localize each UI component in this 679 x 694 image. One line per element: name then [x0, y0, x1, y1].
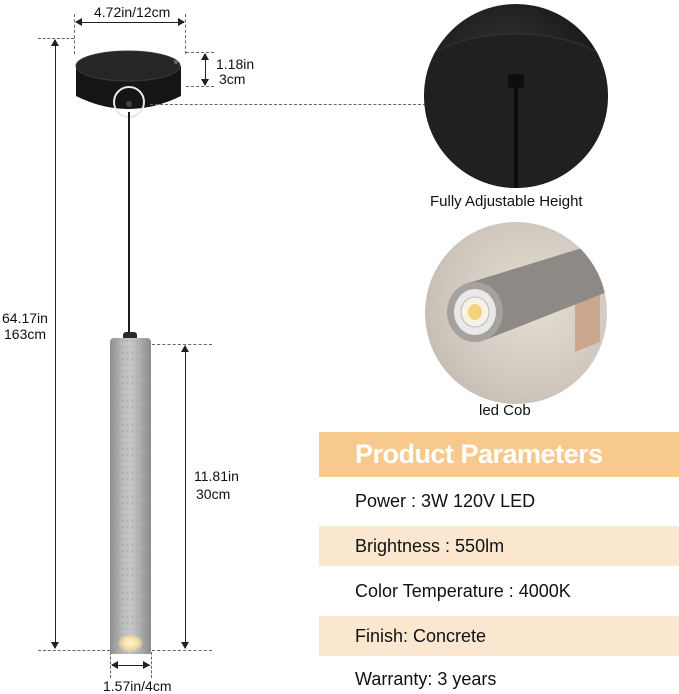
total-height-arrow-up	[51, 39, 59, 46]
total-height-arrow-down	[51, 642, 59, 649]
total-height-cm-label: 163cm	[4, 326, 47, 342]
tube-width-arrow-left	[111, 661, 118, 669]
tube-height-in-label: 11.81in	[194, 468, 239, 484]
tube-right-guide	[151, 652, 152, 678]
bottom-detail-caption: led Cob	[479, 402, 531, 419]
tube-width-line	[112, 665, 150, 666]
tube-left-guide	[110, 652, 111, 678]
total-bottom-guide	[38, 650, 110, 651]
canopy-height-cm-label: 3cm	[219, 71, 246, 87]
total-height-in-label: 64.17in	[2, 310, 48, 326]
canopy-height-in-label: 1.18in	[216, 56, 255, 72]
canopy-height-line	[205, 54, 206, 85]
tube-bottom-guide	[152, 650, 212, 651]
pendant-cable	[128, 112, 130, 340]
canopy-width-arrow-left	[75, 18, 82, 26]
canopy-bottom-guide	[186, 86, 214, 87]
parameter-power: Power : 3W 120V LED	[355, 491, 536, 511]
canopy-width-line	[76, 22, 184, 23]
canopy-detail-guide	[150, 104, 426, 105]
canopy-top-guide	[186, 52, 214, 53]
tube-height-line	[185, 346, 186, 648]
tube-height-arrow-down	[181, 642, 189, 649]
parameter-brightness: Brightness : 550lm	[319, 526, 679, 566]
tube-height-cm-label: 30cm	[196, 486, 231, 502]
canopy-image	[75, 50, 181, 118]
parameters-title: Product Parameters	[319, 432, 679, 477]
concrete-tube	[110, 338, 151, 654]
canopy-height-arrow-down	[201, 79, 209, 86]
canopy-detail-image	[424, 4, 608, 188]
tube-top-guide	[152, 344, 212, 345]
led-cob-detail-image	[425, 222, 607, 404]
tube-width-label: 1.57in/4cm	[103, 678, 172, 694]
parameter-warranty: Warranty: 3 years	[355, 669, 497, 689]
tube-light-glow	[118, 634, 143, 652]
canopy-height-arrow-up	[201, 53, 209, 60]
top-detail-caption: Fully Adjustable Height	[430, 193, 583, 210]
tube-cap	[123, 332, 137, 342]
canopy-width-arrow-right	[178, 18, 185, 26]
parameter-color-temperature: Color Temperature : 4000K	[355, 581, 571, 601]
tube-height-arrow-up	[181, 345, 189, 352]
parameter-finish: Finish: Concrete	[319, 616, 679, 656]
tube-width-arrow-right	[143, 661, 150, 669]
total-top-guide	[38, 38, 74, 39]
canopy-left-guide	[74, 14, 75, 54]
canopy-right-guide	[185, 14, 186, 54]
total-height-line	[55, 40, 56, 648]
canopy-width-label: 4.72in/12cm	[94, 4, 171, 20]
